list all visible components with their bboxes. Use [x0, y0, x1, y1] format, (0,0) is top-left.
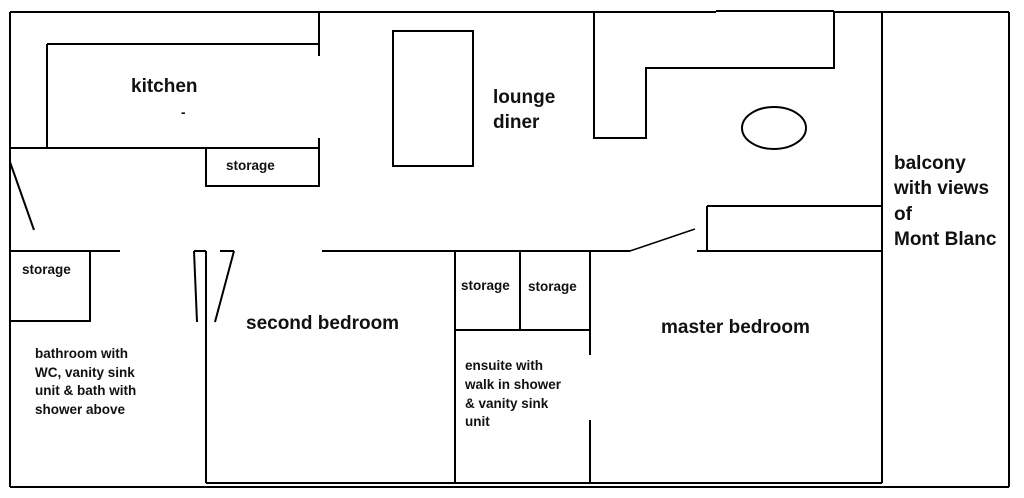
bathroom-door [193, 250, 206, 323]
entrance-door [9, 161, 35, 231]
lounge-label-line: lounge [493, 87, 556, 108]
lounge-label-line: diner [493, 112, 540, 133]
kitchen-label: kitchen [131, 76, 198, 97]
bathroom-label-line: bathroom with [35, 346, 128, 361]
bathroom-label-line: shower above [35, 402, 126, 417]
balcony-label-line: Mont Blanc [894, 229, 997, 250]
balcony-label-line: with views [894, 178, 990, 199]
middle-right-storage-label: storage [528, 279, 577, 294]
second-bedroom-label: second bedroom [246, 313, 400, 334]
balcony-label-line: balcony [894, 153, 966, 174]
ensuite-label-line: walk in shower [465, 377, 562, 392]
ensuite-label-line: unit [465, 414, 490, 429]
kitchen-mark: - [181, 105, 186, 120]
balcony-label-line: of [894, 204, 912, 225]
hall-storage-box [9, 250, 91, 322]
ensuite-label-line: & vanity sink [465, 396, 549, 411]
kitchen-storage-label: storage [226, 158, 275, 173]
lounge-sofa [593, 12, 835, 139]
hall-storage-label: storage [22, 262, 71, 277]
ensuite-label-line: ensuite with [465, 358, 544, 373]
master-bedroom-label: master bedroom [661, 317, 810, 338]
coffee-table [741, 106, 807, 150]
master-bedroom-door [629, 228, 696, 252]
middle-left-storage-label: storage [461, 278, 510, 293]
bathroom-label-line: unit & bath with [35, 383, 137, 398]
dining-table [392, 30, 474, 167]
bathroom-label-line: WC, vanity sink [35, 365, 135, 380]
second-bedroom-door [214, 250, 235, 323]
outer-walls [9, 10, 1010, 488]
sideboard [706, 205, 882, 251]
middle-storage-boxes [454, 251, 591, 483]
kitchen-storage-box [205, 147, 320, 187]
